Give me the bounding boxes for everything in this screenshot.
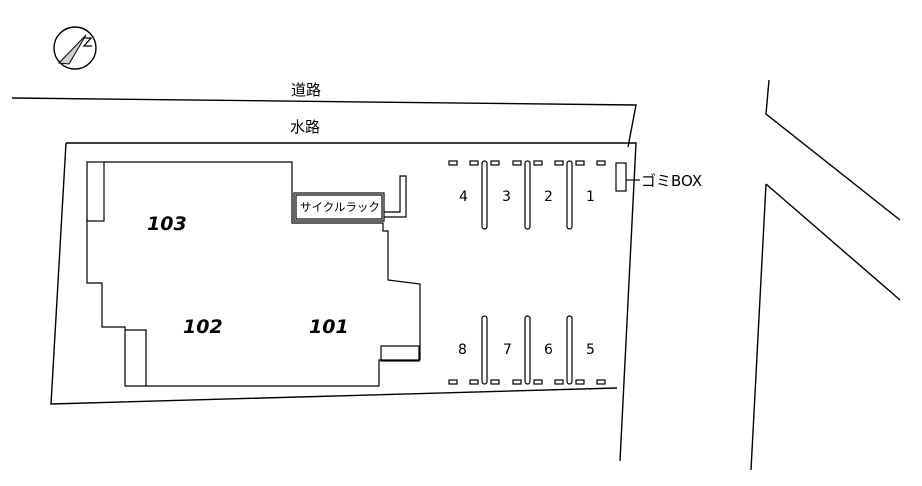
- parking-mark: [533, 379, 543, 385]
- parking-mark: [512, 379, 522, 385]
- parking-mark: [596, 160, 606, 166]
- parking-number: 6: [544, 342, 553, 358]
- building-outline: [86, 161, 421, 387]
- parking-mark: [596, 379, 606, 385]
- parking-divider: [566, 315, 573, 385]
- entrance-step: [380, 345, 420, 362]
- parking-mark: [469, 379, 479, 385]
- garbage-box: [615, 162, 627, 192]
- waterway-label: 水路: [290, 118, 320, 136]
- parking-number: 8: [458, 342, 467, 358]
- parking-number: 1: [586, 189, 595, 205]
- road-edge-line: [11, 97, 637, 148]
- cycle-rack-inner: [293, 192, 385, 222]
- parking-number: 4: [459, 189, 468, 205]
- unit-103: 103: [147, 213, 187, 235]
- parking-mark: [448, 379, 458, 385]
- cycle-rack: [295, 194, 383, 220]
- cycle-rack-label: サイクルラック: [300, 200, 380, 214]
- cycle-rack-wall: [384, 175, 407, 218]
- parking-mark: [512, 160, 522, 166]
- parking-divider: [524, 315, 531, 385]
- parking-divider: [481, 315, 488, 385]
- parking-mark: [469, 160, 479, 166]
- parking-number: 2: [544, 189, 553, 205]
- parking-number: 5: [586, 342, 595, 358]
- parking-mark: [575, 379, 585, 385]
- side-road-line-lower: [750, 183, 901, 471]
- parking-mark: [490, 379, 500, 385]
- parking-number: 3: [502, 189, 511, 205]
- parking-mark: [554, 160, 564, 166]
- parking-bottom-row: [448, 315, 606, 385]
- building-wing-bottom: [125, 329, 147, 386]
- parking-number: 7: [503, 342, 512, 358]
- parking-divider: [566, 160, 573, 230]
- parking-mark: [490, 160, 500, 166]
- parking-divider: [524, 160, 531, 230]
- north-arrow-icon: [53, 26, 97, 70]
- unit-101: 101: [309, 316, 349, 338]
- unit-102: 102: [183, 316, 223, 338]
- garbage-box-label: ゴミBOX: [641, 172, 702, 190]
- parking-mark: [554, 379, 564, 385]
- parking-divider: [481, 160, 488, 230]
- parking-mark: [575, 160, 585, 166]
- road-label: 道路: [291, 81, 321, 99]
- lot-boundary: [50, 142, 637, 462]
- parking-mark: [533, 160, 543, 166]
- side-road-line-upper: [765, 79, 901, 221]
- parking-top-row: [448, 160, 606, 230]
- parking-mark: [448, 160, 458, 166]
- building-wing-top: [86, 161, 105, 222]
